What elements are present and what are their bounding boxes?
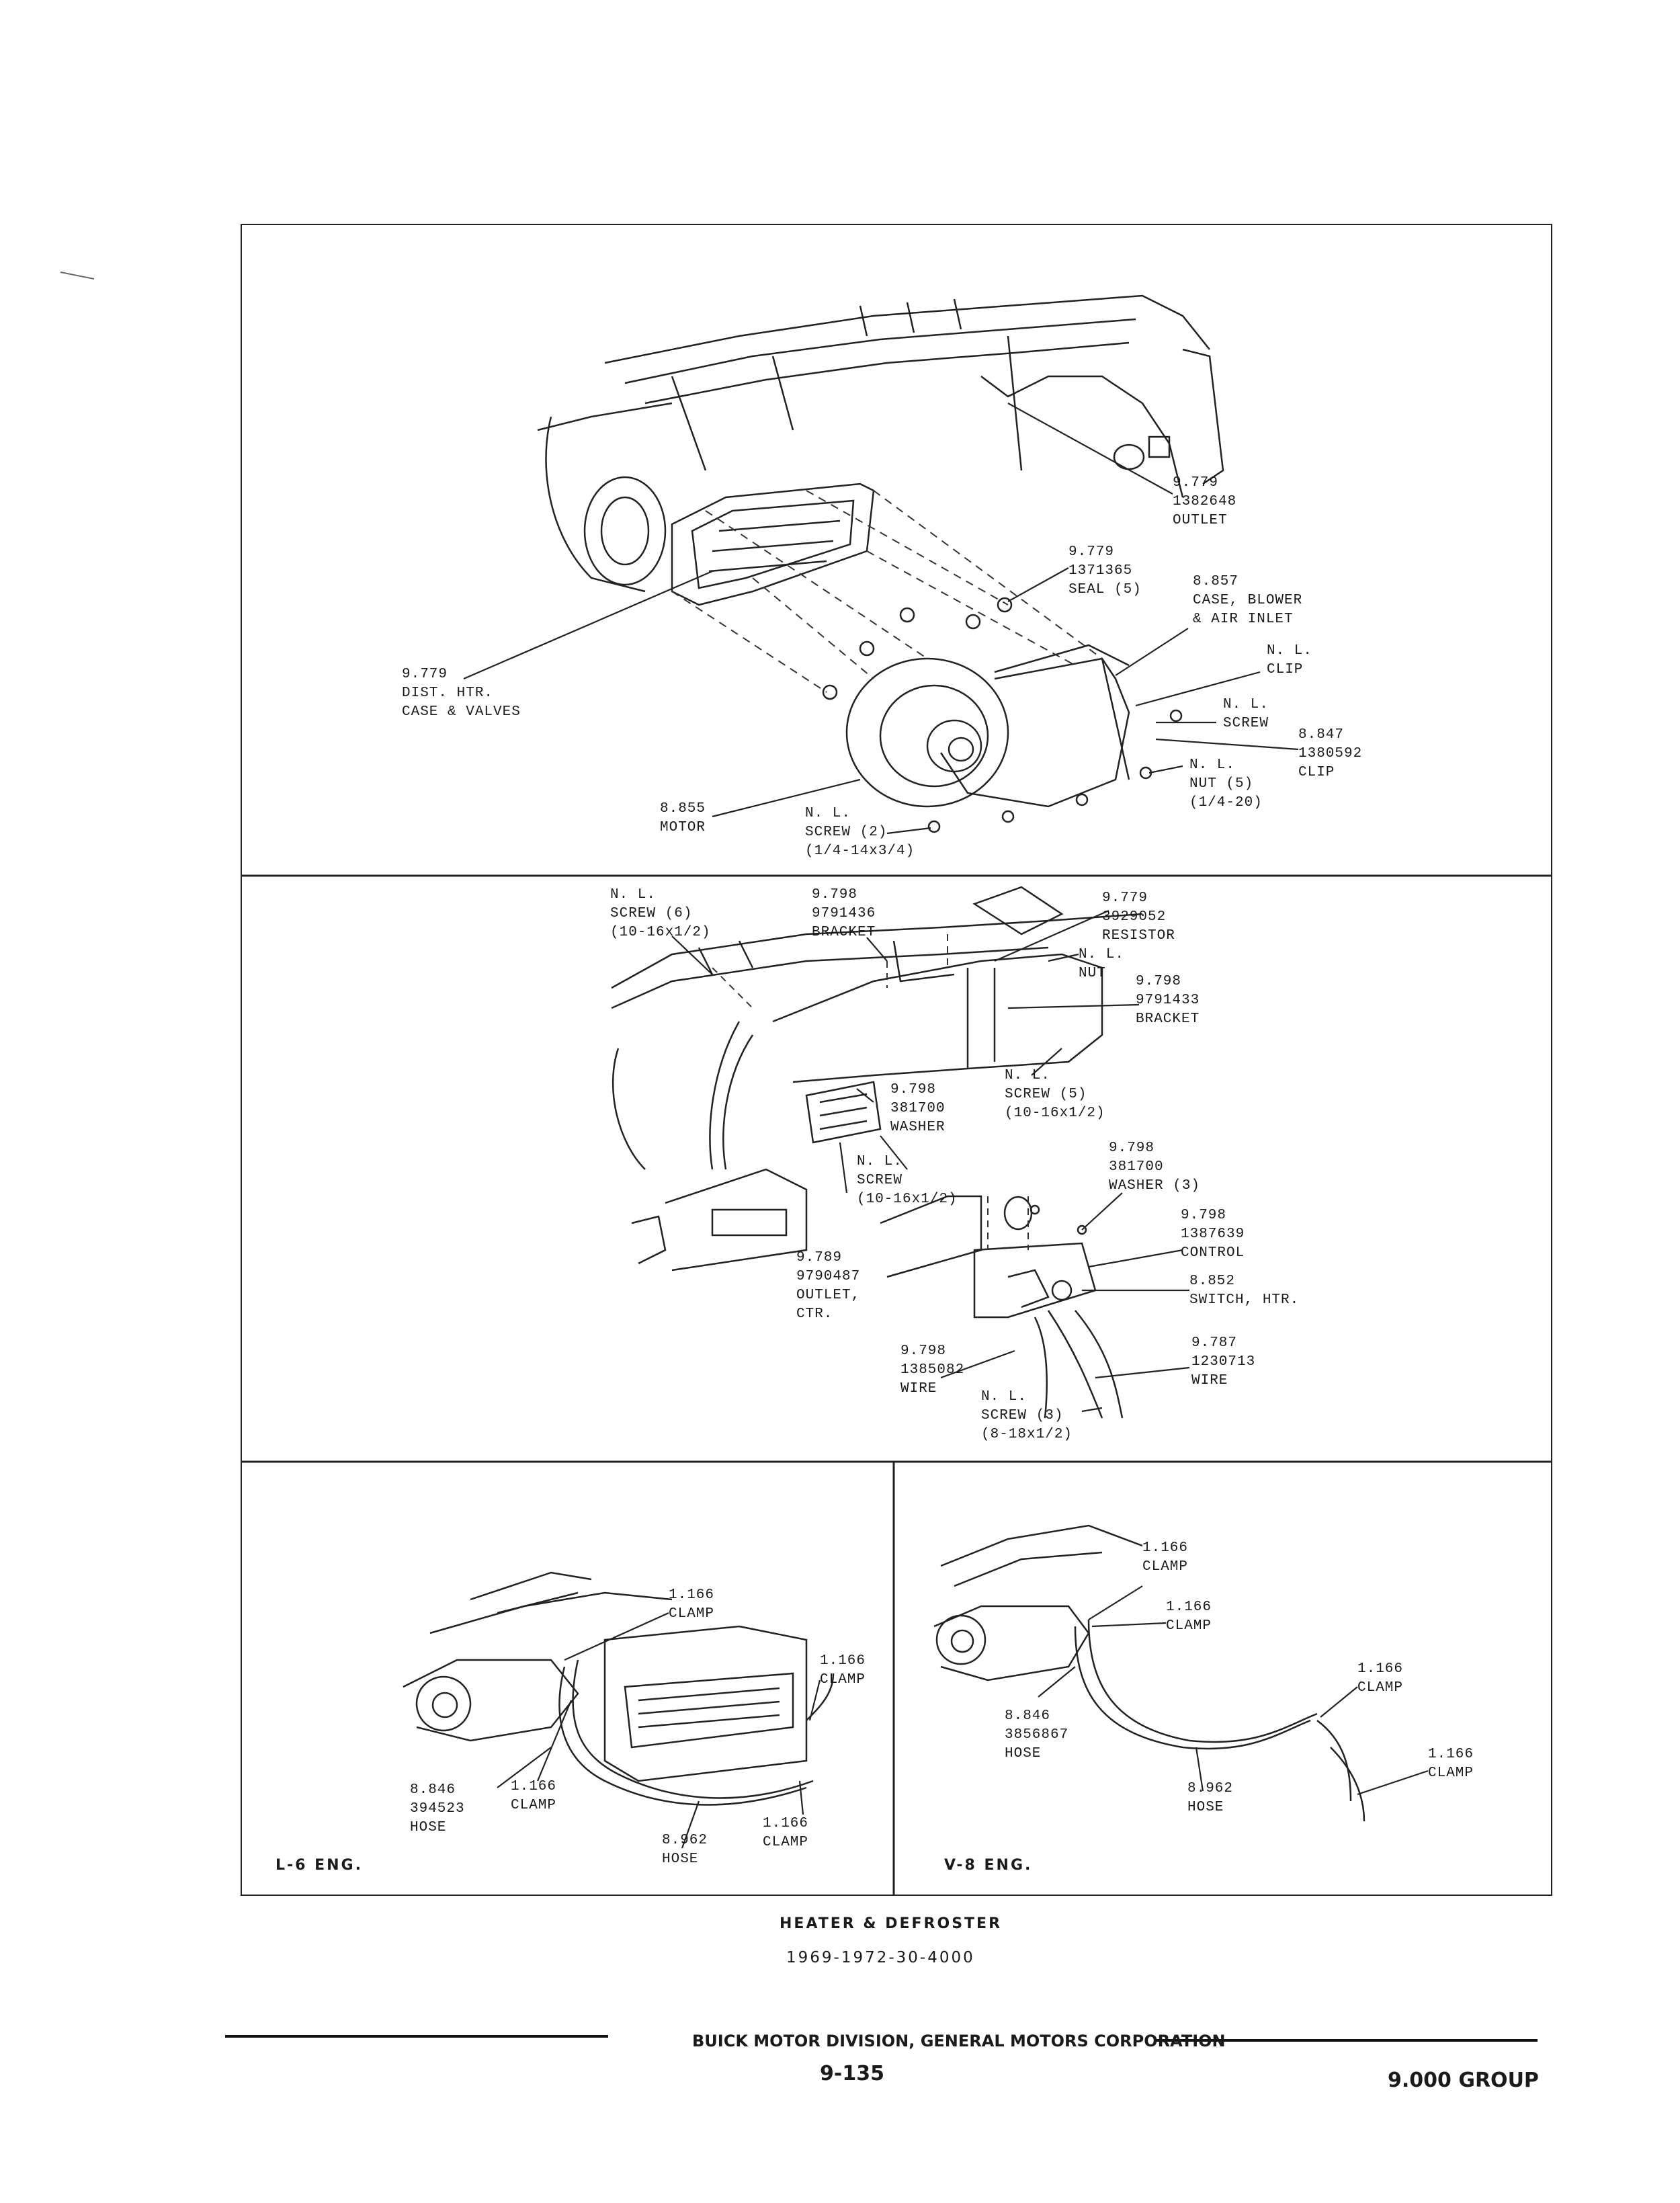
footer-rule-left	[225, 2035, 608, 2038]
label-screw-6: N. L.SCREW (6)(10-16x1/2)	[610, 887, 711, 940]
footer-page-number: 9-135	[820, 2062, 884, 2085]
label-clip-nl: N. L.CLIP	[1267, 643, 1313, 677]
engine-label-l6: L-6 ENG.	[276, 1857, 363, 1874]
diagram-frame	[241, 224, 1552, 1896]
footer-division: BUICK MOTOR DIVISION, GENERAL MOTORS COR…	[692, 2032, 1226, 2050]
label-screw-3: N. L.SCREW (3)(8-18x1/2)	[981, 1389, 1073, 1442]
diagram-code: 1969-1972-30-4000	[786, 1949, 975, 1966]
engine-label-v8: V-8 ENG.	[944, 1857, 1033, 1874]
label-nut-nl: N. L.NUT	[1079, 947, 1125, 981]
label-screw-outlet: N. L.SCREW(10-16x1/2)	[857, 1154, 958, 1207]
label-motor-screw: N. L.SCREW (2)(1/4-14x3/4)	[805, 806, 915, 859]
label-screw-5: N. L.SCREW (5)(10-16x1/2)	[1005, 1068, 1105, 1121]
label-screw-nl: N. L.SCREW	[1223, 697, 1269, 731]
label-nut: N. L.NUT (5)(1/4-20)	[1189, 757, 1263, 810]
footer-rule-right	[1154, 2039, 1538, 2042]
diagram-title: HEATER & DEFROSTER	[780, 1915, 1003, 1932]
footer-group: 9.000 GROUP	[1388, 2069, 1539, 2092]
